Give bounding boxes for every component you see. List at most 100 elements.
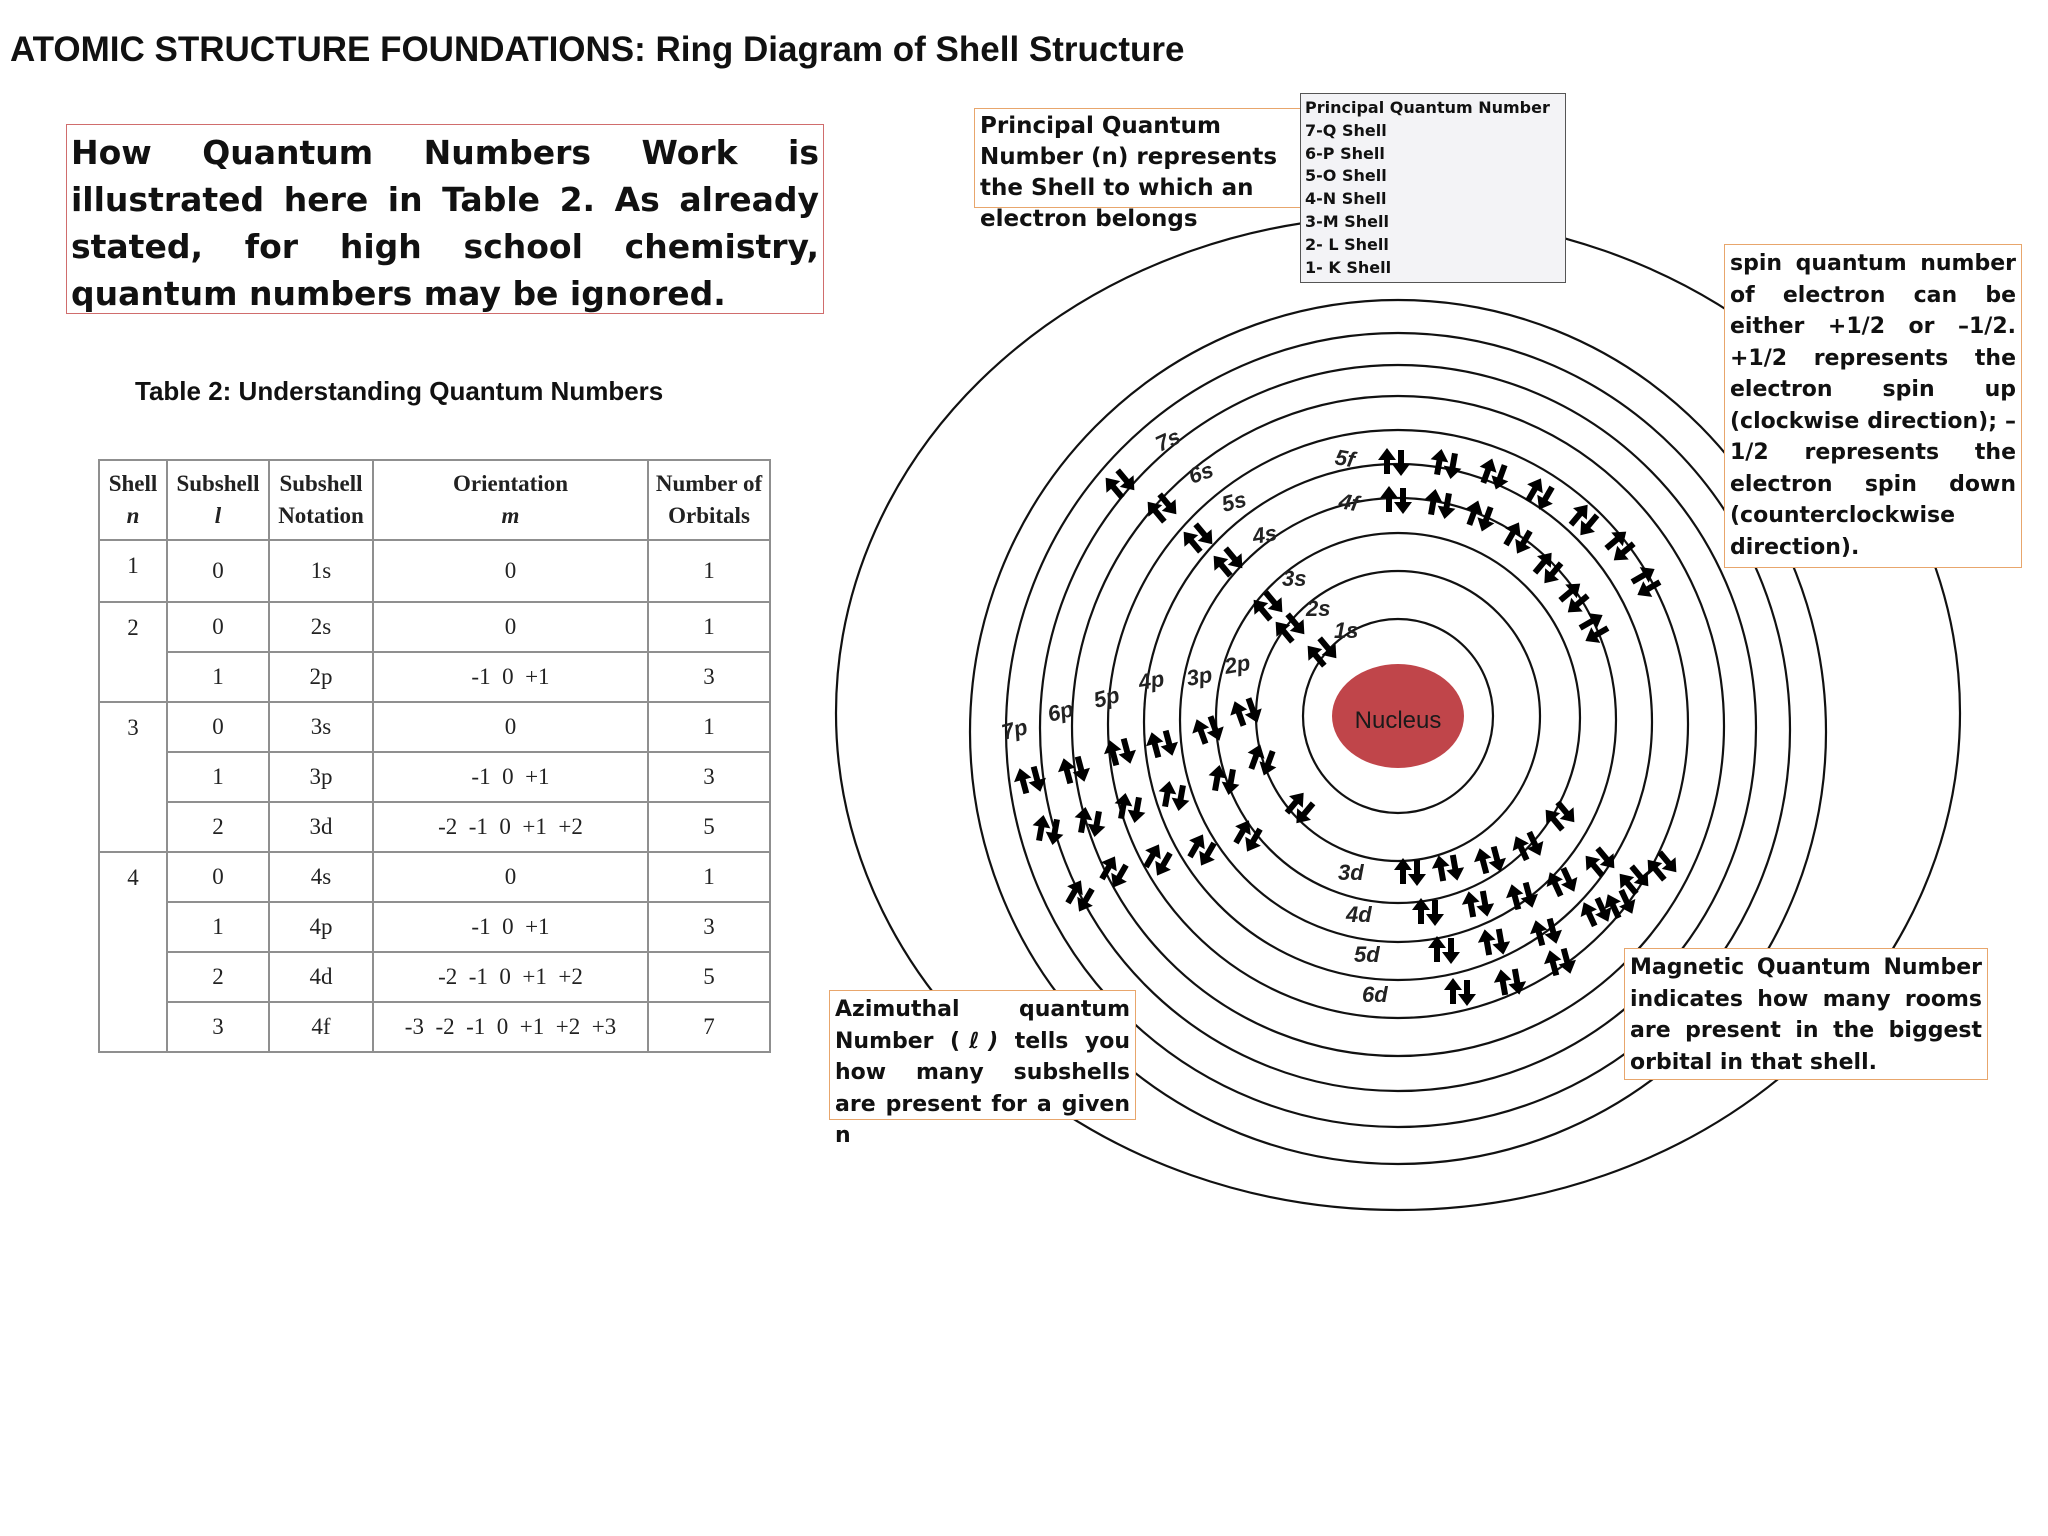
spin-up-arrow-icon [1530, 920, 1548, 947]
electron-pair-icon [1430, 448, 1462, 480]
nucleus [1332, 664, 1464, 768]
legend-item: 7-Q Shell [1305, 120, 1387, 140]
electron-pair-icon [1461, 890, 1495, 918]
subshell-label-5p: 5p [1091, 682, 1122, 713]
spin-down-arrow-icon [1458, 980, 1476, 1006]
spin-up-arrow-icon [1208, 764, 1227, 792]
spin-down-arrow-icon [1028, 765, 1046, 792]
spin-down-arrow-icon [1558, 947, 1576, 974]
electron-pair-icon [1493, 968, 1527, 996]
spin-down-arrow-icon [1206, 715, 1224, 741]
spin-up-arrow-icon [1604, 894, 1622, 920]
electron-pair-icon [1104, 737, 1136, 767]
legend-item: 2- L Shell [1305, 234, 1389, 254]
azimuthal-quantum-number-callout: Azimuthal quantum Number (ℓ) tells you h… [829, 990, 1136, 1148]
spin-up-arrow-icon [1378, 448, 1396, 474]
spin-up-arrow-icon [1461, 891, 1480, 918]
electron-pair-icon [1444, 978, 1476, 1006]
table-row: 3 0 3s 0 1 [98, 701, 771, 853]
spin-up-arrow-icon [1187, 834, 1205, 859]
cell-orientation: 0 [372, 851, 649, 903]
electron-pair-icon [1619, 864, 1649, 896]
cell-subshell: 0 [166, 539, 270, 603]
spin-down-arrow-icon [1491, 464, 1509, 490]
spin-up-arrow-icon [1307, 645, 1327, 668]
electron-pair-icon [1213, 546, 1243, 578]
spin-down-arrow-icon [1157, 492, 1177, 515]
cell-shell: 1 [98, 539, 168, 603]
shell-ring [968, 298, 1828, 1166]
cell-subshell: 0 [166, 601, 270, 653]
spin-up-arrow-icon [1647, 859, 1667, 882]
spin-down-arrow-icon [1492, 928, 1511, 955]
spin-down-arrow-icon [1585, 625, 1610, 643]
spin-down-arrow-icon [1199, 841, 1217, 866]
cell-orientation: -2 -1 0 +1 +2 [372, 801, 649, 853]
spin-up-arrow-icon [1544, 950, 1562, 977]
spin-up-arrow-icon [1431, 855, 1450, 882]
spin-down-arrow-icon [1155, 851, 1173, 876]
spin-down-arrow-icon [1567, 593, 1590, 613]
electron-pair-icon [1032, 814, 1064, 846]
electron-pair-icon [1058, 755, 1090, 785]
spin-down-arrow-icon [1443, 452, 1462, 480]
spin-down-arrow-icon [1488, 845, 1506, 872]
spin-down-arrow-icon [1193, 522, 1213, 545]
electron-pair-icon [1503, 522, 1533, 554]
table-row: 3 4f -3 -2 -1 0 +1 +2 +3 7 [99, 1001, 771, 1053]
spin-down-arrow-icon [1244, 697, 1262, 723]
electron-pair-icon [1230, 697, 1262, 727]
spin-up-arrow-icon [1247, 744, 1265, 770]
legend-item: 1- K Shell [1305, 257, 1392, 277]
spin-down-arrow-icon [1408, 860, 1426, 886]
cell-orientation: -1 0 +1 [372, 901, 649, 953]
spin-down-arrow-icon [1111, 863, 1129, 888]
cell-orbitals: 5 [647, 951, 771, 1003]
electron-pair-icon [1512, 830, 1544, 862]
spin-down-arrow-icon [1072, 755, 1090, 782]
electron-pair-icon [1412, 898, 1444, 926]
electron-pair-icon [1530, 917, 1562, 947]
subshell-label-5s: 5s [1219, 486, 1249, 516]
spin-up-arrow-icon [1014, 768, 1032, 795]
cell-shell: 2 [98, 601, 168, 703]
cell-notation: 4s [268, 851, 374, 903]
spin-up-arrow-icon [1143, 844, 1161, 869]
spin-up-arrow-icon [1192, 719, 1210, 745]
electron-pair-icon [1208, 764, 1240, 796]
spin-down-arrow-icon [1476, 890, 1495, 917]
table-row: 1 0 1s 0 1 [98, 539, 771, 603]
spin-down-arrow-icon [1127, 796, 1146, 824]
spin-down-arrow-icon [1526, 830, 1544, 856]
subshell-label-5d: 5d [1354, 942, 1380, 967]
spin-down-arrow-icon [1442, 938, 1460, 964]
shell-ring [1301, 617, 1495, 815]
cell-notation: 2s [268, 601, 374, 653]
electron-pair-icon [1477, 928, 1511, 956]
spin-down-arrow-icon [1515, 529, 1533, 554]
electron-pair-icon [1146, 729, 1178, 759]
electron-pair-icon [1284, 792, 1316, 824]
electron-pair-icon [1099, 856, 1129, 888]
azimuthal-text-prefix: Azimuthal quantum Number ( [835, 997, 1130, 1054]
cell-shell: 3 [98, 701, 168, 853]
subshell-label-6d: 6d [1362, 982, 1388, 1007]
spin-down-arrow-icon [1394, 488, 1412, 514]
subshell-label-4s: 4s [1250, 520, 1279, 549]
cell-subshell: 2 [166, 801, 270, 853]
cell-orientation: -3 -2 -1 0 +1 +2 +3 [372, 1001, 649, 1053]
electron-pair-icon [1147, 492, 1177, 524]
spin-up-arrow-icon [1147, 501, 1167, 524]
electron-pair-icon [1585, 846, 1615, 878]
subshell-label-7s: 7s [1152, 424, 1185, 457]
electron-pair-icon [1630, 567, 1662, 597]
spin-up-arrow-icon [1412, 898, 1430, 924]
spin-down-arrow-icon [1245, 827, 1263, 852]
spin-up-arrow-icon [1065, 880, 1083, 905]
spin-up-arrow-icon [1158, 780, 1177, 808]
electron-pair-icon [1506, 881, 1538, 911]
spin-quantum-number-callout: spin quantum number of electron can be e… [1724, 244, 2022, 568]
spin-down-arrow-icon [1477, 506, 1495, 532]
electron-pair-icon [1380, 486, 1412, 514]
